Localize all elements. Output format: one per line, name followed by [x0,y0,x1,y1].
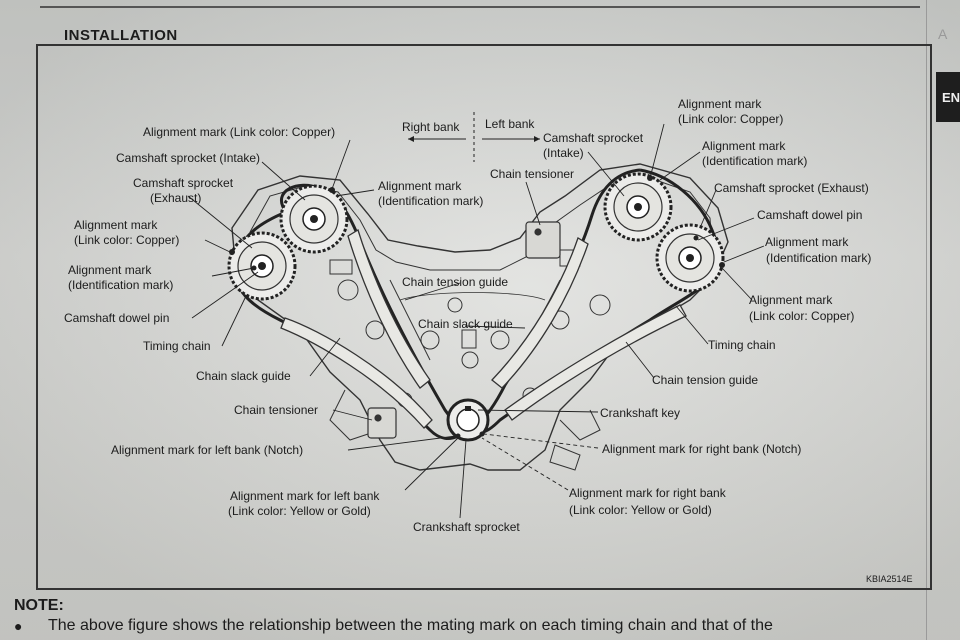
label-chain-tension-guide: Chain tension guide [402,275,508,289]
label-alignment-mark-identification-sub: (Identification mark) [68,278,173,292]
label-alignment-mark-left-bank: Alignment mark for left bank [230,489,380,503]
top-rule [40,6,920,8]
right-exhaust-cam-sprocket [655,223,725,293]
center-chain-tension-guide [347,229,431,389]
label-alignment-mark-link-copper: Alignment mark [749,293,833,307]
label-alignment-mark-link-copper: Alignment mark [74,218,158,232]
right-labels: Alignment mark (Link color: Copper) Cams… [543,97,871,517]
left-bank-label: Left bank [485,117,535,131]
label-alignment-mark-right-bank-notch: Alignment mark for right bank (Notch) [602,442,801,456]
label-alignment-mark-left-bank-notch: Alignment mark for left bank (Notch) [111,443,303,457]
left-intake-cam-sprocket [279,184,349,254]
label-alignment-mark-link-copper-sub: (Link color: Copper) [678,112,783,126]
label-chain-tensioner: Chain tensioner [490,167,574,181]
label-alignment-mark-right-bank-sub: (Link color: Yellow or Gold) [569,503,712,517]
figure-code: KBIA2514E [866,574,913,584]
label-chain-slack-guide: Chain slack guide [196,369,291,383]
chain-guides [280,229,687,429]
label-alignment-mark-identification: Alignment mark [378,179,462,193]
label-alignment-mark-identification: Alignment mark [765,235,849,249]
left-chain-slack-guide [280,317,433,429]
crankshaft-sprocket [446,398,490,442]
label-alignment-mark-left-bank-sub: (Link color: Yellow or Gold) [228,504,371,518]
label-timing-chain: Timing chain [143,339,211,353]
label-alignment-mark-identification: Alignment mark [702,139,786,153]
center-chain-tensioner [525,221,561,259]
left-timing-chain [233,183,477,440]
label-alignment-mark-link-copper-sub: (Link color: Copper) [749,309,854,323]
label-chain-tension-guide: Chain tension guide [652,373,758,387]
label-camshaft-sprocket-exhaust-sub: (Exhaust) [150,191,201,205]
label-camshaft-dowel-pin: Camshaft dowel pin [757,208,862,222]
label-crankshaft-key: Crankshaft key [600,406,680,420]
left-labels: Alignment mark (Link color: Copper) Cams… [64,125,520,534]
label-timing-chain: Timing chain [708,338,776,352]
label-alignment-mark-link-copper: Alignment mark [678,97,762,111]
bank-indicator: Right bank Left bank [402,112,540,162]
label-alignment-mark-identification-sub: (Identification mark) [702,154,807,168]
label-alignment-mark-link-copper-sub: (Link color: Copper) [74,233,179,247]
label-alignment-mark-right-bank: Alignment mark for right bank [569,486,727,500]
label-alignment-mark-link-copper: Alignment mark (Link color: Copper) [143,125,335,139]
label-chain-tensioner: Chain tensioner [234,403,318,417]
figure-frame [36,44,932,590]
section-title: INSTALLATION [64,27,178,44]
center-chain-slack-guide [491,237,589,389]
page-edge [926,0,927,640]
label-alignment-mark-identification: Alignment mark [68,263,152,277]
note-heading: NOTE: [14,597,64,614]
label-camshaft-dowel-pin: Camshaft dowel pin [64,311,169,325]
label-camshaft-sprocket-intake: Camshaft sprocket [543,131,644,145]
label-alignment-mark-identification-sub: (Identification mark) [378,194,483,208]
note-bullet: ● [14,618,23,634]
side-letter: A [938,26,948,42]
label-alignment-mark-identification-sub: (Identification mark) [766,251,871,265]
label-camshaft-sprocket-intake-sub: (Intake) [543,146,584,160]
center-labels: Chain tensioner Chain tension guide Chai… [402,167,574,331]
label-crankshaft-sprocket: Crankshaft sprocket [413,520,520,534]
leader-lines [187,123,765,519]
chain-tensioners [367,221,561,439]
right-chain-tension-guide [504,304,687,421]
label-camshaft-sprocket-exhaust: Camshaft sprocket [133,176,234,190]
right-intake-cam-sprocket [603,172,673,242]
crankshaft-key [465,406,471,411]
label-camshaft-sprocket-exhaust: Camshaft sprocket (Exhaust) [714,181,869,195]
side-tab: EN [936,72,960,122]
left-chain-tensioner [367,407,397,439]
note-text: The above figure shows the relationship … [48,617,773,634]
label-chain-slack-guide: Chain slack guide [418,317,513,331]
left-exhaust-cam-sprocket [227,231,297,301]
label-camshaft-sprocket-intake: Camshaft sprocket (Intake) [116,151,260,165]
right-bank-label: Right bank [402,120,460,134]
right-timing-chain [476,168,722,434]
